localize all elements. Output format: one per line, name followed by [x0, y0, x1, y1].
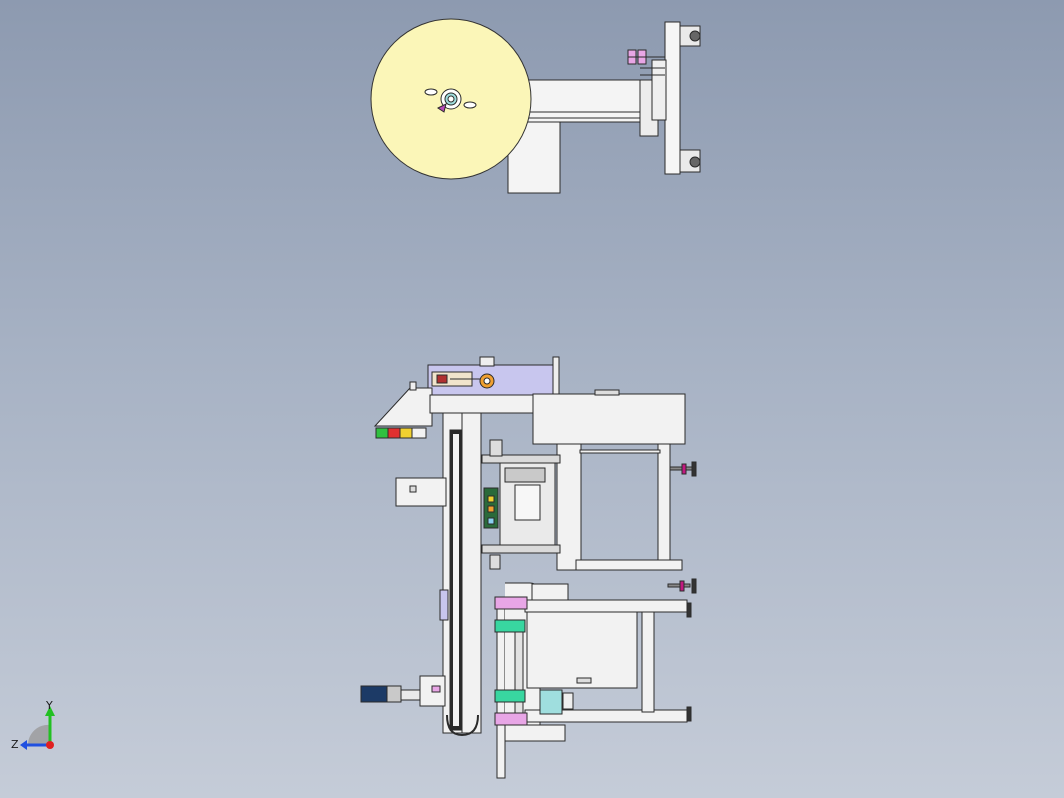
bracket-pink [627, 49, 665, 76]
signal-light [375, 427, 427, 439]
reel-hub [424, 88, 477, 113]
support-arm [524, 79, 654, 123]
axis-x-dot [46, 741, 54, 749]
caster-bottom [679, 149, 701, 173]
caster-top [679, 25, 701, 47]
side-bracket [395, 477, 447, 507]
angle-bracket [373, 387, 433, 427]
triad-arc [27, 724, 50, 745]
servo-motor [360, 675, 446, 707]
coordinate-triad: Y Z [11, 699, 55, 751]
worktable-box [532, 393, 686, 445]
motor-assembly [483, 462, 556, 546]
mounting-plate [664, 21, 681, 175]
horizontal-rail [429, 394, 546, 414]
leveling-feet [667, 461, 697, 722]
top-view [370, 18, 701, 194]
axis-y-label: Y [45, 699, 53, 712]
cylinder-top [431, 371, 490, 387]
front-view [360, 356, 697, 779]
axis-z-label: Z [11, 738, 19, 751]
